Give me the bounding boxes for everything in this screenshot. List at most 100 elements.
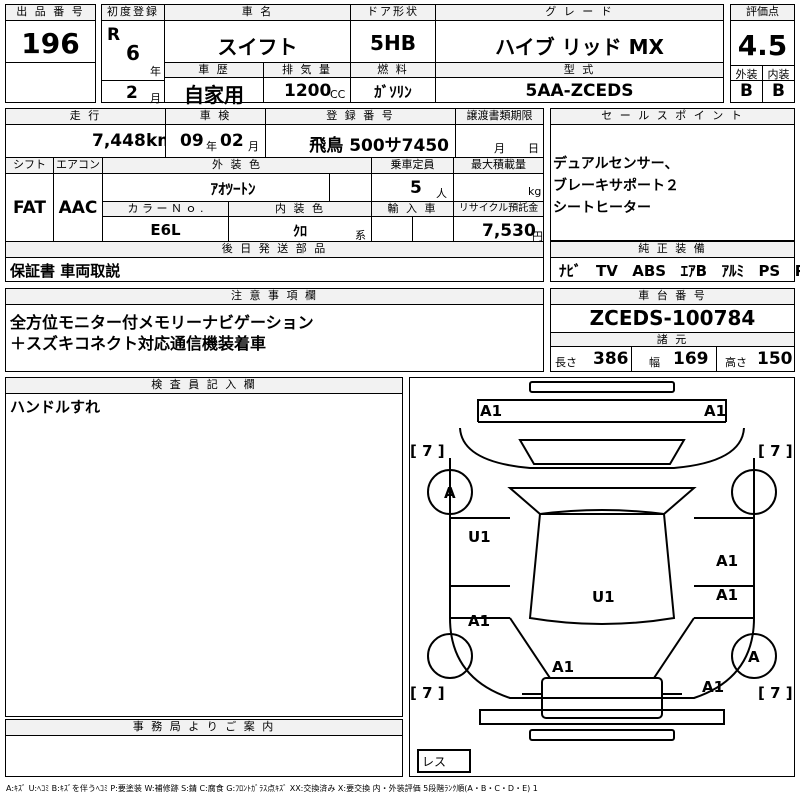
plate-box: 登 録 番 号 飛鳥 500サ7450 xyxy=(265,108,456,158)
equipment-list: ﾅﾋﾞ TV ABS ｴｱB ｱﾙﾐ PS PW xyxy=(559,260,800,281)
fuel-label: 燃 料 xyxy=(351,63,435,78)
max-load-label: 最大積載量 xyxy=(454,158,543,174)
first-reg-year: 6 xyxy=(126,41,140,65)
lot-label: 出 品 番 号 xyxy=(6,5,95,21)
equipment-item: ABS xyxy=(632,262,667,280)
sales-points-label: セ ー ル ス ポ イ ン ト xyxy=(551,109,794,125)
specs-label: 諸 元 xyxy=(551,332,794,347)
import-box: 輸 入 車 xyxy=(371,201,454,242)
chassis-label: 車 台 番 号 xyxy=(551,289,794,305)
width-label: 幅 xyxy=(649,356,660,369)
tire-depth-rear-left: [ 7 ] xyxy=(410,684,445,702)
car-name-label: 車 名 xyxy=(165,5,350,21)
aircon-box: エアコン AAC xyxy=(53,157,103,242)
ext-color-box: 外 装 色 ｱｵﾂｰﾄﾝ xyxy=(102,157,372,202)
grade-value: ハイブ リッド MX xyxy=(495,35,664,59)
first-reg-year-unit: 年 xyxy=(150,65,161,78)
mark-door-front-left: U1 xyxy=(468,528,491,546)
history-label: 車 歴 xyxy=(165,63,263,78)
tire-depth-front-right: [ 7 ] xyxy=(758,442,793,460)
inspection-month: 02 xyxy=(220,131,244,151)
first-reg-month-unit: 月 xyxy=(150,92,161,105)
recycle-box: リサイクル預託金 7,530 円 xyxy=(453,201,544,243)
interior-label: 内装 xyxy=(767,68,790,81)
ext-color-value: ｱｵﾂｰﾄﾝ xyxy=(210,180,256,198)
history-box: 車 歴 自家用 xyxy=(164,62,264,107)
car-name: スイフト xyxy=(217,35,298,59)
equipment-item: ｴｱB xyxy=(680,262,708,280)
tire-depth-front-left: [ 7 ] xyxy=(410,442,445,460)
displacement-box: 排 気 量 1200 CC xyxy=(263,62,351,103)
later-parts-label: 後 日 発 送 部 品 xyxy=(6,242,543,258)
notes-box: 注 意 事 項 欄 全方位モニター付メモリーナビゲーション ＋スズキコネクト対応… xyxy=(5,288,544,372)
plate-label: 登 録 番 号 xyxy=(266,109,455,125)
displacement-unit: CC xyxy=(330,88,346,101)
displacement-label: 排 気 量 xyxy=(264,63,350,78)
transfer-day-unit: 日 xyxy=(528,142,539,155)
inspection-month-unit: 月 xyxy=(248,140,259,153)
length-label: 長さ xyxy=(555,356,577,369)
width-value: 169 xyxy=(673,349,709,369)
interior-score: B xyxy=(772,81,785,101)
history-value: 自家用 xyxy=(184,83,244,107)
car-name-box: 車 名 スイフト xyxy=(164,4,351,63)
chassis-number: ZCEDS-100784 xyxy=(589,306,756,330)
score-label: 評価点 xyxy=(731,5,794,21)
later-parts-value: 保証書 車両取説 xyxy=(10,262,121,280)
shift-box: シフト FAT xyxy=(5,157,54,242)
sales-points-box: セ ー ル ス ポ イ ン ト デュアルセンサー、 ブレーキサポート２ シートヒ… xyxy=(550,108,795,241)
lot-number: 196 xyxy=(21,27,80,60)
transfer-box: 譲渡書類期限 月 日 xyxy=(455,108,544,158)
office-box: 事 務 局 よ り ご 案 内 xyxy=(5,719,403,777)
door-type: 5HB xyxy=(370,31,416,55)
shift-value: FAT xyxy=(12,198,47,218)
score-value: 4.5 xyxy=(737,29,788,62)
sales-point-2: ブレーキサポート２ xyxy=(553,178,679,194)
height-value: 150 xyxy=(757,349,793,369)
transfer-label: 譲渡書類期限 xyxy=(456,109,543,125)
model-value: 5AA-ZCEDS xyxy=(525,81,634,101)
equipment-box: 純 正 装 備 ﾅﾋﾞ TV ABS ｴｱB ｱﾙﾐ PS PW xyxy=(550,241,800,282)
mark-door-front-right: A1 xyxy=(716,552,738,570)
recycle-unit: 円 xyxy=(532,230,543,243)
inspection-year: 09 xyxy=(180,131,204,151)
sales-point-3: シートヒーター xyxy=(553,200,651,216)
note-line-2: ＋スズキコネクト対応通信機装着車 xyxy=(10,334,267,353)
mileage-value: 7,448 xyxy=(92,131,146,151)
transfer-month-unit: 月 xyxy=(494,142,505,155)
mileage-box: 走 行 7,448 km xyxy=(5,108,175,158)
capacity-value: 5 xyxy=(410,178,422,198)
door-box: ドア形状 5HB xyxy=(350,4,436,63)
recycle-label: リサイクル預託金 xyxy=(454,202,543,217)
equipment-item: ﾅﾋﾞ xyxy=(559,262,582,280)
spare-tire-label: レス xyxy=(422,755,446,769)
capacity-box: 乗車定員 5 人 xyxy=(371,157,454,202)
equipment-item: PS xyxy=(758,262,781,280)
import-label: 輸 入 車 xyxy=(372,202,453,217)
note-line-1: 全方位モニター付メモリーナビゲーション xyxy=(10,313,314,332)
notes-label: 注 意 事 項 欄 xyxy=(6,289,543,305)
max-load-box: 最大積載量 kg xyxy=(453,157,544,202)
inspector-comment: ハンドルすれ xyxy=(10,398,101,416)
inspector-label: 検 査 員 記 入 欄 xyxy=(6,378,402,394)
mark-rear-right: A1 xyxy=(702,678,724,696)
equipment-label: 純 正 装 備 xyxy=(551,242,794,258)
lot-box: 出 品 番 号 196 xyxy=(5,4,96,103)
inspection-label: 車 検 xyxy=(166,109,265,125)
length-value: 386 xyxy=(593,349,629,369)
int-color-value: ｸﾛ xyxy=(293,224,307,240)
mark-front-right: A1 xyxy=(704,402,726,420)
recycle-value: 7,530 xyxy=(482,221,536,241)
mark-roof: U1 xyxy=(592,588,615,606)
inspection-box: 車 検 09 年 02 月 xyxy=(165,108,266,158)
chassis-box: 車 台 番 号 ZCEDS-100784 諸 元 長さ 386 幅 169 高さ… xyxy=(550,288,795,372)
displacement-value: 1200 xyxy=(284,81,332,101)
car-outline: A1 A1 A U1 A1 U1 A1 A1 A A1 A1 [ 7 ] [ 7… xyxy=(410,381,793,773)
legend: A:ｷｽﾞ U:ﾍｺﾐ B:ｷｽﾞを伴うﾍｺﾐ P:要塗装 W:補修跡 S:錆 … xyxy=(6,784,538,793)
mileage-label: 走 行 xyxy=(6,109,165,125)
mark-front-left: A1 xyxy=(480,402,502,420)
int-color-unit: 系 xyxy=(355,229,366,242)
later-parts-box: 後 日 発 送 部 品 保証書 車両取説 xyxy=(5,241,544,282)
inspection-year-unit: 年 xyxy=(206,140,217,153)
int-color-box: 内 装 色 ｸﾛ 系 xyxy=(228,201,372,242)
